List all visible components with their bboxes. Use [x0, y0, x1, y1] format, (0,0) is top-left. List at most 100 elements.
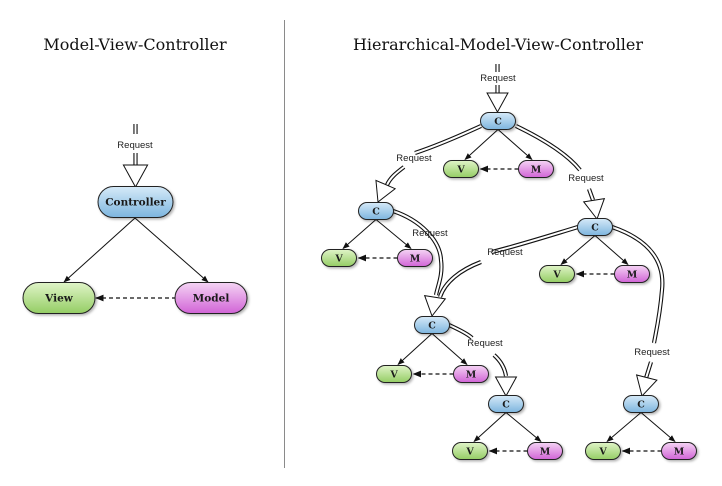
- hmvc-bottom-right-model-node-label: M: [674, 446, 685, 457]
- hmvc-request-middle-to-bottom-a: [448, 323, 474, 340]
- hmvc-request-arrowhead-bottom-right: [635, 374, 658, 398]
- hmvc-left-controller-node-label: C: [372, 206, 380, 217]
- hmvc-bottom-right-controller-node-label: C: [637, 399, 645, 410]
- hmvc-bottom-right-controller-node: C: [623, 395, 659, 413]
- hmvc-right-arrow-c-m: [594, 235, 629, 265]
- hmvc-right-model-node: M: [614, 265, 650, 283]
- hmvc-request-label-top-left: Request: [396, 153, 432, 164]
- hmvc-middle-controller-node: C: [414, 316, 450, 334]
- hmvc-request-label-right-middle: Request: [487, 247, 523, 258]
- hmvc-middle-view-node: V: [376, 365, 412, 383]
- hmvc-right-controller-node-shape: [577, 218, 613, 236]
- hmvc-bottom-middle-controller-node-shape: [488, 395, 524, 413]
- hmvc-left-model-node-shape: [397, 249, 433, 267]
- hmvc-top-model-node-label: M: [531, 164, 542, 175]
- mvc-view-node-shape: [22, 282, 96, 314]
- hmvc-left-model-node-label: M: [410, 253, 421, 264]
- hmvc-left-view-node-shape: [321, 249, 357, 267]
- mvc-arrow-controller-model: [134, 217, 209, 283]
- hmvc-request-label-middle-bottom: Request: [467, 338, 503, 349]
- hmvc-middle-arrow-c-v: [397, 333, 433, 365]
- hmvc-top-model-node-shape: [518, 160, 554, 178]
- hmvc-top-model-node: M: [518, 160, 554, 178]
- hmvc-bottom-middle-view-node-label: V: [465, 446, 474, 457]
- mvc-title: Model-View-Controller: [43, 35, 227, 54]
- hmvc-request-arrowhead-left: [375, 179, 397, 203]
- mvc-model-node-label: Model: [193, 293, 230, 305]
- hmvc-request-right-to-middle-b: [438, 260, 482, 298]
- hmvc-right-view-node-shape: [539, 265, 575, 283]
- hmvc-bottom-right-view-node: V: [585, 442, 621, 460]
- hmvc-right-arrow-c-v: [560, 235, 596, 265]
- hmvc-request-label-top: Request: [480, 73, 516, 84]
- hmvc-request-arrowhead-middle: [423, 294, 447, 318]
- hmvc-request-label-top-right: Request: [568, 173, 604, 184]
- hmvc-top-view-node-shape: [443, 160, 479, 178]
- mvc-controller-node-label: Controller: [105, 197, 166, 209]
- hmvc-right-view-node-label: V: [552, 269, 561, 280]
- mvc-controller-node: Controller: [97, 186, 174, 218]
- mvc-controller-node-shape: [97, 186, 174, 218]
- edges-layer: [63, 64, 676, 455]
- hmvc-request-top-to-right-b: [587, 188, 595, 201]
- hmvc-bottom-middle-model-node: M: [527, 442, 563, 460]
- hmvc-bottom-right-controller-node-shape: [623, 395, 659, 413]
- hmvc-left-controller-node: C: [358, 202, 394, 220]
- hmvc-middle-view-node-shape: [376, 365, 412, 383]
- hmvc-bottom-middle-arrow-c-m: [505, 412, 542, 442]
- hmvc-request-left-to-middle-a: [392, 209, 444, 296]
- hmvc-request-top-to-left-b: [385, 165, 406, 186]
- hmvc-request-right-to-bottomright-a: [611, 225, 665, 344]
- hmvc-top-controller-node-shape: [480, 112, 516, 130]
- mvc-arrow-controller-view: [63, 217, 136, 283]
- hmvc-request-label-right-bottomright: Request: [634, 347, 670, 358]
- hmvc-bottom-middle-controller-node: C: [488, 395, 524, 413]
- hmvc-left-arrow-c-v: [342, 219, 377, 249]
- hmvc-bottom-right-arrow-c-m: [640, 412, 676, 442]
- hmvc-middle-model-node-label: M: [466, 369, 477, 380]
- hmvc-bottom-middle-model-node-shape: [527, 442, 563, 460]
- mvc-model-node-shape: [174, 282, 248, 314]
- hmvc-middle-view-node-label: V: [389, 369, 398, 380]
- hmvc-right-model-node-label: M: [627, 269, 638, 280]
- hmvc-left-view-node-label: V: [334, 253, 343, 264]
- hmvc-request-top-to-right-a: [515, 124, 582, 172]
- hmvc-top-controller-node: C: [480, 112, 516, 130]
- hmvc-bottom-right-view-node-label: V: [598, 446, 607, 457]
- hmvc-right-controller-node-label: C: [591, 222, 599, 233]
- hmvc-top-arrow-c-m: [497, 129, 533, 160]
- mvc-request-arrowhead: [122, 164, 149, 189]
- hmvc-bottom-right-arrow-c-v: [606, 412, 642, 442]
- hmvc-request-right-to-middle-a: [491, 224, 579, 255]
- hmvc-bottom-middle-model-node-label: M: [540, 446, 551, 457]
- mvc-request-label: Request: [117, 140, 153, 151]
- labels-layer: RequestRequestRequestRequestRequestReque…: [117, 73, 670, 358]
- hmvc-middle-controller-node-shape: [414, 316, 450, 334]
- hmvc-left-arrow-c-m: [375, 219, 412, 249]
- hmvc-bottom-middle-controller-node-label: C: [502, 399, 510, 410]
- hmvc-bottom-right-view-node-shape: [585, 442, 621, 460]
- hmvc-right-controller-node: C: [577, 218, 613, 236]
- hmvc-request-arrowhead-top: [486, 92, 509, 114]
- mvc-model-node: Model: [174, 282, 248, 314]
- hmvc-bottom-right-model-node-shape: [661, 442, 697, 460]
- hmvc-request-right-to-bottomright-b: [643, 361, 654, 379]
- hmvc-middle-model-node-shape: [453, 365, 489, 383]
- hmvc-title: Hierarchical-Model-View-Controller: [353, 35, 643, 54]
- hmvc-top-arrow-c-v: [464, 129, 499, 160]
- hmvc-right-view-node: V: [539, 265, 575, 283]
- hmvc-bottom-right-model-node: M: [661, 442, 697, 460]
- hmvc-request-arrowhead-right: [582, 197, 606, 221]
- hmvc-request-middle-to-bottom-b: [492, 353, 509, 377]
- hmvc-middle-arrow-c-m: [431, 333, 468, 365]
- hmvc-top-view-node: V: [443, 160, 479, 178]
- hmvc-request-arrowhead-bottom-middle: [494, 376, 518, 398]
- hmvc-left-model-node: M: [397, 249, 433, 267]
- hmvc-left-view-node: V: [321, 249, 357, 267]
- hmvc-left-controller-node-shape: [358, 202, 394, 220]
- hmvc-right-model-node-shape: [614, 265, 650, 283]
- hmvc-top-controller-node-label: C: [494, 116, 502, 127]
- hmvc-request-label-left-middle: Request: [412, 228, 448, 239]
- hmvc-middle-model-node: M: [453, 365, 489, 383]
